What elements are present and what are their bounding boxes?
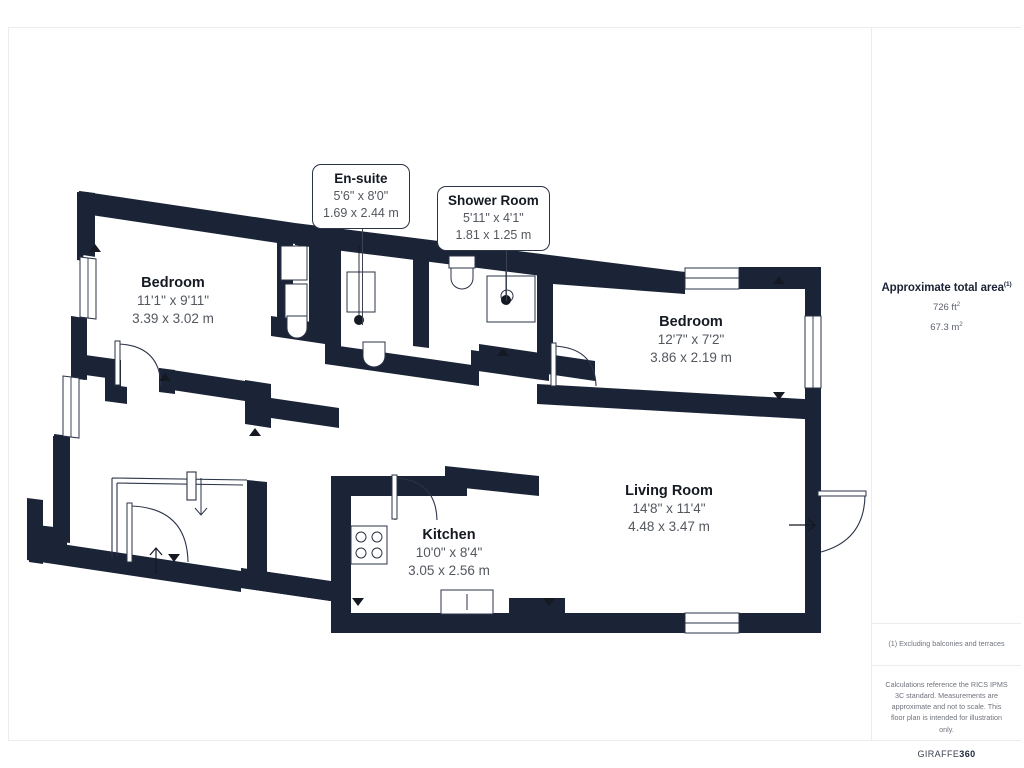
room-dim-imperial: 12'7" x 7'2" (657, 332, 725, 348)
stair-arrow-icon (194, 478, 208, 516)
floorplan-svg (27, 191, 867, 634)
total-area-section: Approximate total area(1) 726 ft2 67.3 m… (872, 28, 1021, 344)
brand-name-light: GIRAFFE (917, 748, 960, 759)
room-dim-imperial: 14'8" x 11'4" (632, 501, 706, 517)
disclaimer-section: Calculations reference the RICS IPMS 3C … (872, 665, 1021, 759)
callout-name: Shower Room (448, 193, 539, 208)
room-label-kitchen: Kitchen 10'0" x 8'4" 3.05 x 2.56 m (339, 526, 559, 579)
total-area-footnote-marker: (1) (1003, 281, 1012, 289)
interior-walls-bedroom1 (159, 368, 339, 428)
total-area-title: Approximate total area(1) (880, 281, 1013, 295)
room-dim-metric: 3.39 x 3.02 m (132, 310, 214, 326)
walls-kitchen (241, 466, 539, 604)
walls-bedroom2 (537, 262, 821, 632)
hall-entry-arrow-icon (149, 547, 163, 574)
ensuite-wc-fixtures (346, 271, 386, 368)
kitchen-sink-icon (440, 589, 494, 615)
door-kitchen (391, 474, 438, 521)
total-area-sqft-value: 726 ft (932, 302, 957, 314)
total-area-sqm-value: 67.3 m (930, 322, 960, 334)
floorplan-drawing-area: Bedroom 11'1" x 9'11" 3.39 x 3.02 m Bedr… (9, 28, 871, 740)
window-west-1 (74, 255, 100, 320)
callout-shower-room: Shower Room 5'11" x 4'1" 1.81 x 1.25 m (437, 186, 550, 252)
room-name: Bedroom (141, 275, 205, 291)
exterior-shell (35, 191, 295, 591)
floorplan-canvas-card: Bedroom 11'1" x 9'11" 3.39 x 3.02 m Bedr… (8, 27, 1021, 759)
footnote-text: (1) Excluding balconies and terraces (888, 639, 1005, 649)
callout-dim-metric: 1.81 x 1.25 m (455, 228, 532, 243)
callout-dim-imperial: 5'11" x 4'1" (463, 211, 524, 226)
room-dim-metric: 4.48 x 3.47 m (628, 518, 710, 534)
brand-logo: GIRAFFE360 (884, 749, 1009, 759)
total-area-sqft: 726 ft2 (880, 302, 1013, 315)
room-dim-metric: 3.05 x 2.56 m (408, 562, 490, 578)
sqm-unit-exponent: 2 (959, 321, 963, 328)
room-name: Living Room (625, 483, 713, 499)
door-bedroom2 (550, 342, 597, 387)
room-name: Bedroom (659, 314, 723, 330)
window-living-south (684, 612, 740, 634)
entrance-arrow-icon (789, 518, 816, 532)
callout-ensuite: En-suite 5'6" x 8'0" 1.69 x 2.44 m (312, 164, 410, 230)
sqft-unit-exponent: 2 (956, 302, 961, 309)
callout-leader-ensuite (362, 227, 363, 325)
room-dim-metric: 3.86 x 2.19 m (650, 349, 732, 365)
callout-name: En-suite (334, 171, 388, 186)
callout-dim-metric: 1.69 x 2.44 m (323, 206, 399, 221)
shower-room-fixtures (448, 255, 536, 323)
window-west-2 (62, 375, 80, 439)
callout-dim-imperial: 5'6" x 8'0" (333, 189, 389, 204)
disclaimer-text: Calculations reference the RICS IPMS 3C … (885, 680, 1008, 734)
footnote-section: (1) Excluding balconies and terraces (872, 623, 1021, 665)
door-bedroom1 (114, 340, 162, 387)
window-bedroom2-north (684, 267, 740, 290)
door-entrance (789, 490, 867, 553)
kitchen-hob-icon (350, 525, 388, 565)
sidebar-divider-1 (872, 623, 1021, 624)
room-label-bedroom-1: Bedroom 11'1" x 9'11" 3.39 x 3.02 m (63, 274, 283, 327)
room-dim-imperial: 10'0" x 8'4" (415, 545, 483, 561)
info-sidebar: Approximate total area(1) 726 ft2 67.3 m… (871, 28, 1021, 759)
total-area-title-text: Approximate total area (881, 282, 1004, 294)
total-area-sqm: 67.3 m2 (880, 322, 1013, 335)
door-hall (126, 502, 189, 563)
room-name: Kitchen (422, 527, 476, 543)
window-bedroom2-east (804, 315, 822, 389)
ensuite-fixtures (280, 245, 308, 339)
brand-name-bold: 360 (959, 748, 976, 759)
wall-tick-markers (89, 244, 785, 606)
sidebar-divider-2 (872, 665, 1021, 666)
room-dim-imperial: 11'1" x 9'11" (136, 293, 210, 309)
room-label-living-room: Living Room 14'8" x 11'4" 4.48 x 3.47 m (559, 482, 779, 535)
callout-leader-shower (506, 249, 507, 301)
hall-storage (111, 471, 248, 558)
room-label-bedroom-2: Bedroom 12'7" x 7'2" 3.86 x 2.19 m (581, 313, 801, 366)
